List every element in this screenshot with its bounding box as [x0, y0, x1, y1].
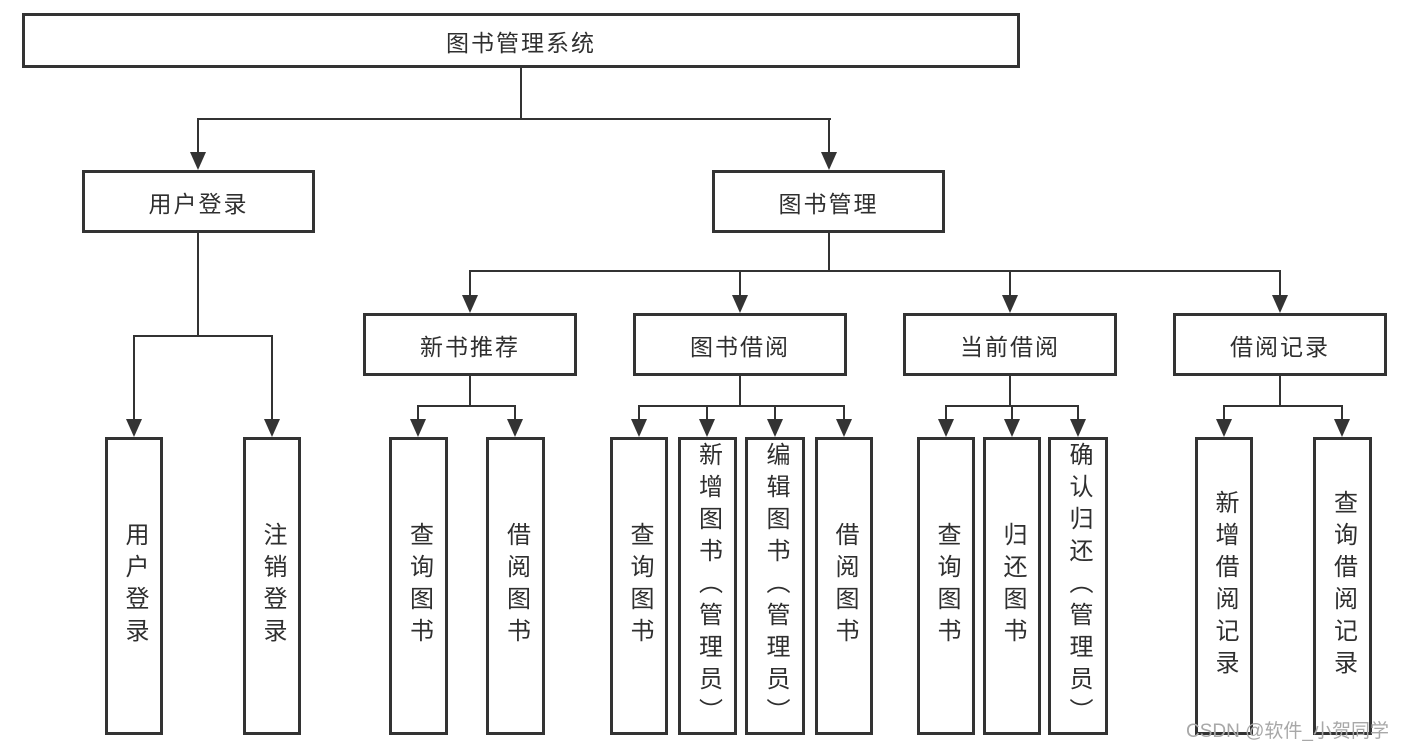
leaf-query-books-recommend: 查询图书 — [389, 437, 448, 735]
connector-line — [1011, 405, 1013, 419]
arrow-down-icon — [1070, 419, 1086, 437]
leaf-logout: 注销登录 — [243, 437, 301, 735]
leaf-add-books-admin: 新增图书（管理员） — [678, 437, 737, 735]
connector-line — [706, 405, 708, 419]
arrow-down-icon — [1002, 295, 1018, 313]
connector-line — [1077, 405, 1079, 419]
arrow-down-icon — [1334, 419, 1350, 437]
connector-line — [271, 335, 273, 419]
node-user-login: 用户登录 — [82, 170, 315, 233]
leaf-label: 注销登录 — [259, 522, 286, 650]
node-label: 图书管理 — [778, 190, 879, 217]
connector-line — [417, 405, 516, 407]
connector-line — [828, 118, 830, 154]
node-label: 图书管理系统 — [446, 29, 596, 56]
connector-line — [197, 118, 199, 154]
connector-line — [1009, 270, 1011, 297]
node-library-management-system: 图书管理系统 — [22, 13, 1020, 68]
node-label: 借阅记录 — [1230, 333, 1330, 360]
node-label: 新书推荐 — [420, 333, 520, 360]
node-label: 用户登录 — [148, 190, 249, 217]
connector-line — [945, 405, 947, 419]
leaf-label: 查询图书 — [626, 522, 653, 650]
leaf-query-books-borrowing: 查询图书 — [610, 437, 668, 735]
connector-line — [514, 405, 516, 419]
leaf-label: 查询借阅记录 — [1329, 490, 1357, 682]
leaf-return-books: 归还图书 — [983, 437, 1041, 735]
leaf-user-login: 用户登录 — [105, 437, 163, 735]
connector-line — [774, 405, 776, 419]
arrow-down-icon — [938, 419, 954, 437]
arrow-down-icon — [190, 152, 206, 170]
connector-line — [1279, 376, 1281, 405]
connector-line — [469, 270, 1281, 272]
leaf-borrow-books-recommend: 借阅图书 — [486, 437, 545, 735]
arrow-down-icon — [462, 295, 478, 313]
arrow-down-icon — [1004, 419, 1020, 437]
leaf-label: 借阅图书 — [502, 522, 530, 650]
leaf-query-borrow-record: 查询借阅记录 — [1313, 437, 1372, 735]
arrow-down-icon — [821, 152, 837, 170]
node-current-borrowing: 当前借阅 — [903, 313, 1117, 376]
connector-line — [469, 270, 471, 297]
leaf-confirm-return-admin: 确认归还（管理员） — [1048, 437, 1108, 735]
leaf-borrow-books-borrowing: 借阅图书 — [815, 437, 873, 735]
arrow-down-icon — [264, 419, 280, 437]
connector-line — [133, 335, 135, 419]
connector-line — [197, 233, 199, 335]
leaf-edit-books-admin: 编辑图书（管理员） — [745, 437, 805, 735]
connector-line — [520, 68, 522, 118]
connector-line — [197, 118, 831, 120]
leaf-label: 归还图书 — [999, 522, 1026, 650]
arrow-down-icon — [1272, 295, 1288, 313]
leaf-label: 新增借阅记录 — [1211, 490, 1238, 682]
connector-line — [1223, 405, 1225, 419]
connector-line — [1341, 405, 1343, 419]
arrow-down-icon — [732, 295, 748, 313]
leaf-add-borrow-record: 新增借阅记录 — [1195, 437, 1253, 735]
arrow-down-icon — [767, 419, 783, 437]
connector-line — [828, 233, 830, 272]
node-borrowing-records: 借阅记录 — [1173, 313, 1387, 376]
leaf-label: 用户登录 — [121, 522, 148, 650]
arrow-down-icon — [631, 419, 647, 437]
connector-line — [417, 405, 419, 419]
connector-line — [469, 376, 471, 405]
arrow-down-icon — [836, 419, 852, 437]
arrow-down-icon — [699, 419, 715, 437]
connector-line — [1009, 376, 1011, 405]
connector-line — [638, 405, 844, 407]
csdn-watermark: CSDN @软件_小贺同学 — [1186, 721, 1389, 742]
connector-line — [133, 335, 273, 337]
connector-line — [1223, 405, 1342, 407]
leaf-label: 确认归还（管理员） — [1065, 442, 1092, 730]
connector-line — [1279, 270, 1281, 297]
leaf-label: 新增图书（管理员） — [694, 442, 722, 730]
node-book-borrowing: 图书借阅 — [633, 313, 847, 376]
node-label: 当前借阅 — [960, 333, 1060, 360]
arrow-down-icon — [410, 419, 426, 437]
node-new-book-recommendation: 新书推荐 — [363, 313, 577, 376]
leaf-label: 查询图书 — [933, 522, 960, 650]
connector-line — [739, 270, 741, 297]
arrow-down-icon — [1216, 419, 1232, 437]
connector-line — [843, 405, 845, 419]
connector-line — [739, 376, 741, 405]
leaf-label: 借阅图书 — [831, 522, 858, 650]
arrow-down-icon — [507, 419, 523, 437]
leaf-label: 查询图书 — [405, 522, 433, 650]
arrow-down-icon — [126, 419, 142, 437]
leaf-label: 编辑图书（管理员） — [762, 442, 789, 730]
node-label: 图书借阅 — [690, 333, 790, 360]
node-book-management: 图书管理 — [712, 170, 945, 233]
connector-line — [638, 405, 640, 419]
leaf-query-books-current: 查询图书 — [917, 437, 975, 735]
